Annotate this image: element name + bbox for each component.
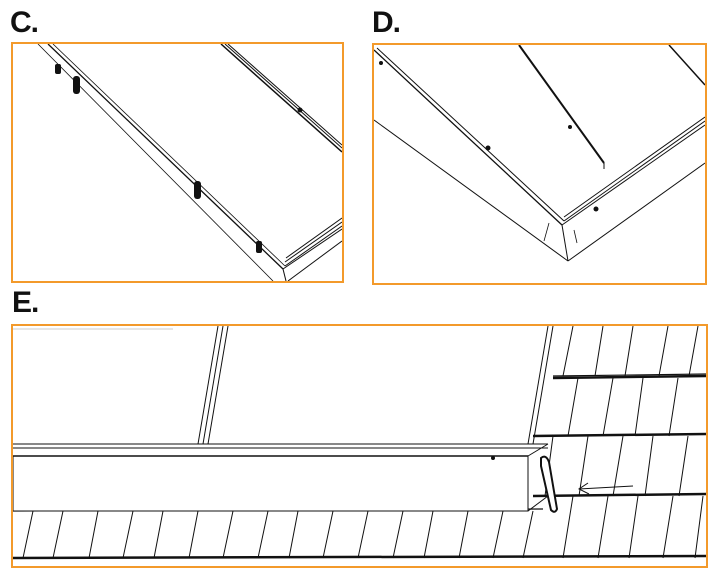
step-c-illustration — [11, 42, 344, 283]
step-label-e: E. — [12, 286, 39, 319]
step-d-illustration — [372, 43, 707, 285]
step-e-illustration — [11, 324, 708, 568]
clip-icon — [55, 64, 303, 253]
step-label-c: C. — [10, 6, 39, 39]
arrow-icon — [578, 482, 634, 495]
shingles — [13, 326, 706, 560]
bracket-icon — [540, 455, 559, 513]
step-label-d: D. — [372, 6, 401, 39]
solar-panels — [13, 326, 554, 512]
